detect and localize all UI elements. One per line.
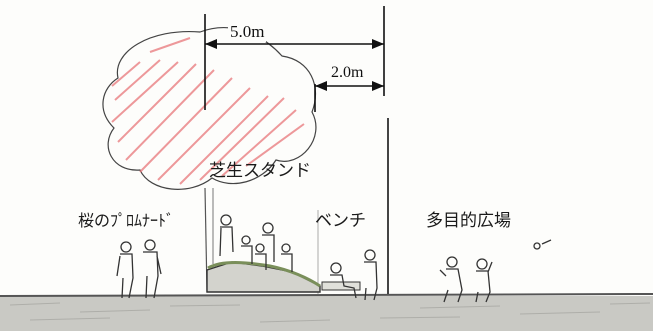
label-plaza: 多目的広場 <box>426 211 511 231</box>
ground-line <box>0 293 653 297</box>
cherry-tree-canopy <box>102 27 317 190</box>
cherry-blossom-hatching <box>111 37 305 185</box>
lawn-grass <box>207 261 321 288</box>
people-bench <box>330 249 378 301</box>
people-lawn-stand <box>219 214 293 272</box>
label-lawn-stand: 芝生スタンド <box>209 161 311 181</box>
ground-texture <box>9 302 651 323</box>
people-promenade <box>116 239 162 299</box>
label-promenade: 桜のﾌﾟﾛﾑﾅｰﾄﾞ <box>78 211 175 230</box>
bench <box>321 281 361 291</box>
dimension-bench-label: 2.0m <box>329 64 366 82</box>
people-plaza <box>439 239 552 303</box>
ball-icon <box>533 242 541 250</box>
label-bench: ベンチ <box>315 211 366 231</box>
dimension-overall-label: 5.0m <box>228 22 267 42</box>
